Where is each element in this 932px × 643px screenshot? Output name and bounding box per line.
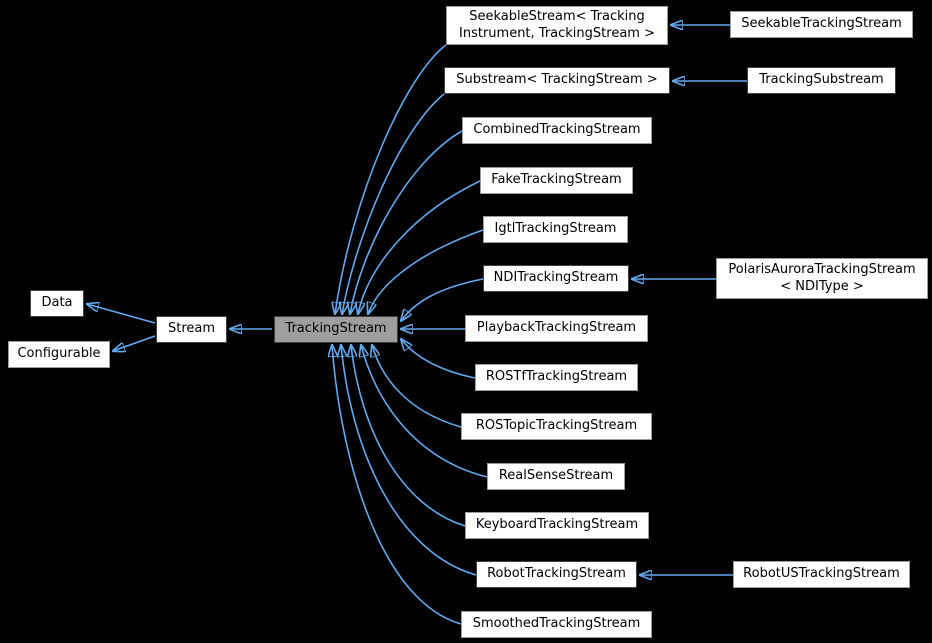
class-node-configurable[interactable]: Configurable bbox=[8, 341, 110, 368]
arrow-ndi-to-trackingstream bbox=[401, 278, 484, 321]
class-node-seekabletrackingstream[interactable]: SeekableTrackingStream bbox=[730, 11, 913, 38]
class-node-keyboardtrackingstream[interactable]: KeyboardTrackingStream bbox=[465, 512, 649, 539]
class-node-rostftrackingstream[interactable]: ROSTfTrackingStream bbox=[475, 364, 638, 391]
arrow-fake-to-trackingstream bbox=[358, 180, 481, 314]
arrow-combined-to-trackingstream bbox=[350, 130, 463, 314]
class-node-faketrackingstream[interactable]: FakeTrackingStream bbox=[480, 167, 633, 194]
class-node-igtltrackingstream[interactable]: IgtlTrackingStream bbox=[483, 216, 628, 243]
arrow-robot-to-trackingstream bbox=[341, 345, 477, 576]
arrow-substream-to-trackingstream bbox=[342, 93, 445, 314]
arrow-stream-to-configurable bbox=[113, 335, 156, 351]
class-node-data[interactable]: Data bbox=[30, 290, 84, 317]
class-node-substream[interactable]: Substream< TrackingStream > bbox=[444, 67, 670, 94]
class-node-rostopictrackingstream[interactable]: ROSTopicTrackingStream bbox=[461, 413, 652, 440]
class-node-robottrackingstream[interactable]: RobotTrackingStream bbox=[476, 561, 637, 588]
class-node-smoothedtrackingstream[interactable]: SmoothedTrackingStream bbox=[461, 611, 652, 638]
arrow-keyboard-to-trackingstream bbox=[351, 345, 466, 527]
arrow-stream-to-data bbox=[87, 304, 156, 324]
arrow-smoothed-to-trackingstream bbox=[332, 345, 462, 625]
arrow-igtl-to-trackingstream bbox=[368, 229, 484, 314]
arrow-rostf-to-trackingstream bbox=[401, 339, 476, 379]
class-node-seekablestream[interactable]: SeekableStream< Tracking Instrument, Tra… bbox=[446, 6, 668, 45]
class-node-polarisauroratrackingstream[interactable]: PolarisAuroraTrackingStream < NDIType > bbox=[716, 258, 928, 299]
arrow-realsense-to-trackingstream bbox=[361, 345, 488, 478]
arrow-rostopic-to-trackingstream bbox=[372, 345, 462, 428]
class-node-stream[interactable]: Stream bbox=[156, 316, 227, 343]
class-node-robotustrackingstream[interactable]: RobotUSTrackingStream bbox=[733, 561, 910, 588]
class-node-playbacktrackingstream[interactable]: PlaybackTrackingStream bbox=[465, 315, 648, 342]
arrow-seekablestream-to-trackingstream bbox=[335, 44, 447, 314]
class-node-nditrackingstream[interactable]: NDITrackingStream bbox=[483, 265, 629, 292]
class-node-trackingstream: TrackingStream bbox=[274, 316, 398, 343]
class-node-realsensestream[interactable]: RealSenseStream bbox=[487, 463, 625, 490]
class-node-combinedtrackingstream[interactable]: CombinedTrackingStream bbox=[462, 117, 652, 144]
class-node-trackingsubstream[interactable]: TrackingSubstream bbox=[747, 67, 896, 94]
